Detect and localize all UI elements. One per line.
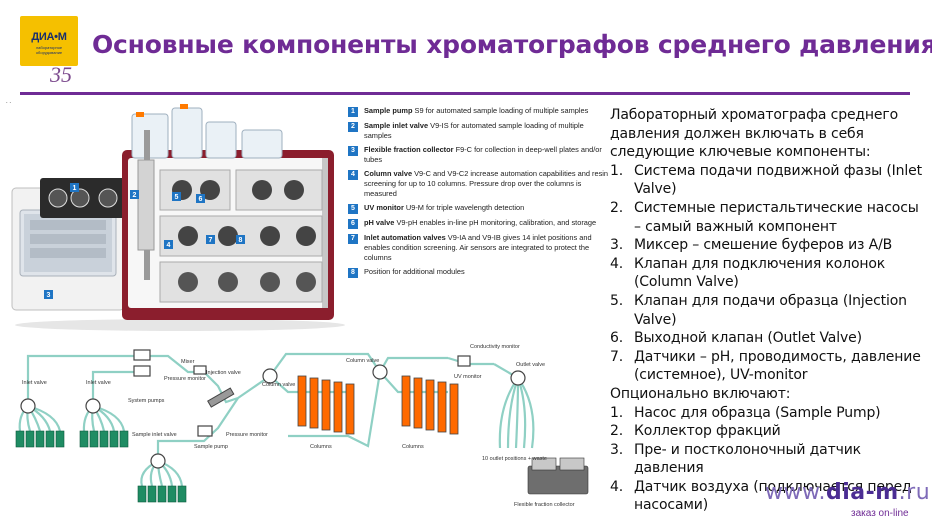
label-column-valve-2: Column valve [346, 358, 379, 364]
logo-text: ДИА•М [31, 31, 67, 43]
list-item: 6.Выходной клапан (Outlet Valve) [610, 330, 862, 347]
instrument-callout-4: 4 [167, 242, 171, 249]
legend-item-title: Flexible fraction collector [364, 145, 454, 154]
legend-item: 6 pH valve V9-pH enables in-line pH monit… [348, 218, 610, 229]
instrument-callout-7: 7 [209, 237, 213, 244]
legend-item-title: Sample pump [364, 106, 413, 115]
instrument-callout-8: 8 [239, 237, 243, 244]
list-item: 1.Система подачи подвижной фазы (Inlet V… [610, 162, 922, 198]
label-mixer: Mixer [181, 359, 195, 365]
label-outlet-valve: Outlet valve [516, 362, 545, 368]
label-system-pumps: System pumps [128, 398, 165, 404]
optional-heading: Опционально включают: [610, 385, 791, 402]
label-outlet-positions: 10 outlet positions + waste [482, 456, 547, 462]
label-fraction-collector: Flexible fraction collector [514, 502, 575, 508]
legend-item-text: V9-pH enables in-line pH monitoring, cal… [394, 218, 597, 227]
instrument-callout-6: 6 [199, 196, 203, 203]
legend-item-text: S9 for automated sample loading of multi… [412, 106, 589, 115]
legend-item: 3 Flexible fraction collector F9-C for co… [348, 145, 610, 165]
list-item: 3.Пре- и постколоночный датчик давления [610, 441, 861, 477]
chromatograph-instrument-image: 1 2 3 4 5 6 7 8 [11, 104, 345, 331]
page-title: Основные компоненты хроматографов средне… [92, 30, 932, 59]
legend-item-title: Inlet automation valves [364, 233, 446, 242]
legend-item-text: Position for additional modules [364, 267, 465, 276]
list-item: 4.Датчик воздуха (подключается перед нас… [610, 478, 912, 514]
instrument-callout-5: 5 [175, 194, 179, 201]
legend-number-badge: 3 [348, 146, 358, 156]
label-pressure-monitor-1: Pressure monitor [164, 376, 206, 382]
legend-number-badge: 6 [348, 219, 358, 229]
legend-number-badge: 2 [348, 122, 358, 132]
description-intro: Лабораторный хроматографа среднего давле… [610, 107, 899, 161]
label-injection-valve: Injection valve [206, 370, 241, 376]
label-inlet-valve-1: Inlet valve [22, 380, 47, 386]
optional-components-list: 1.Насос для образца (Sample Pump) 2.Колл… [610, 404, 928, 516]
company-logo: ДИА•М лабораторное оборудование 35 [20, 16, 78, 87]
label-column-valve-1: Column valve [262, 382, 295, 388]
legend-item: 7 Inlet automation valves V9-IA and V9-IB… [348, 233, 610, 263]
legend-item: 4 Column valve V9-C and V9-C2 increase au… [348, 169, 610, 199]
instrument-callout-3: 3 [47, 292, 51, 299]
legend-item-title: pH valve [364, 218, 395, 227]
legend-number-badge: 1 [348, 107, 358, 117]
instrument-callout-1: 1 [73, 185, 77, 192]
legend-item-title: UV monitor [364, 203, 404, 212]
legend-item-text: V9-C and V9-C2 increase automation capab… [364, 169, 609, 198]
legend-item-text: F9-C for collection in deep-well plates … [364, 145, 602, 164]
label-pressure-monitor-2: Pressure monitor [226, 432, 268, 438]
label-columns-2: Columns [402, 444, 424, 450]
components-description: Лабораторный хроматографа среднего давле… [610, 106, 928, 515]
label-inlet-valve-2: Inlet valve [86, 380, 111, 386]
legend-item-text: U9-M for triple wavelength detection [403, 203, 525, 212]
flow-path-schematic: Inlet valve Inlet valve System pumps Mix… [15, 344, 589, 508]
order-online-caption: заказ on-line [851, 508, 909, 519]
label-conductivity-monitor: Conductivity monitor [470, 344, 520, 350]
list-item: 4.Клапан для подключения колонок (Column… [610, 255, 886, 291]
logo-badge [20, 16, 78, 66]
legend-number-badge: 5 [348, 204, 358, 214]
logo-anniversary-number: 35 [50, 62, 72, 87]
legend-item-text: V9-IS for automated sample loading of mu… [364, 121, 584, 140]
legend-item-text: V9-IA and V9-IB gives 14 inlet positions… [364, 233, 592, 262]
corner-dots: . . [6, 99, 12, 105]
list-item: 7.Датчики – pH, проводимость, давление (… [610, 348, 921, 384]
legend-number-badge: 4 [348, 170, 358, 180]
logo-subtext: лабораторное оборудование [35, 45, 63, 55]
key-components-list: 1.Система подачи подвижной фазы (Inlet V… [610, 162, 928, 385]
list-item: 5.Клапан для подачи образца (Injection V… [610, 292, 907, 328]
legend-number-badge: 8 [348, 268, 358, 278]
label-sample-pump: Sample pump [194, 444, 228, 450]
legend-item: 8 Position for additional modules [348, 267, 610, 278]
list-item: 2.Коллектор фракций [610, 423, 781, 440]
legend-item: 5 UV monitor U9-M for triple wavelength d… [348, 203, 610, 214]
legend-item: 2 Sample inlet valve V9-IS for automated … [348, 121, 610, 141]
list-item: 2.Системные перистальтические насосы – с… [610, 199, 919, 235]
instrument-callout-2: 2 [133, 192, 137, 199]
list-item: 1.Насос для образца (Sample Pump) [610, 404, 881, 421]
label-sample-inlet-valve: Sample inlet valve [132, 432, 177, 438]
list-item: 3.Миксер – смешение буферов из A/B [610, 237, 893, 254]
legend-item: 1 Sample pump S9 for automated sample loa… [348, 106, 610, 117]
label-uv-monitor: UV monitor [454, 374, 482, 380]
label-columns-1: Columns [310, 444, 332, 450]
legend-item-title: Sample inlet valve [364, 121, 429, 130]
legend-item-title: Column valve [364, 169, 413, 178]
legend-number-badge: 7 [348, 234, 358, 244]
website-link[interactable]: www.dia-m.ru [765, 480, 931, 505]
title-divider [20, 92, 910, 95]
component-legend: 1 Sample pump S9 for automated sample loa… [348, 106, 610, 282]
